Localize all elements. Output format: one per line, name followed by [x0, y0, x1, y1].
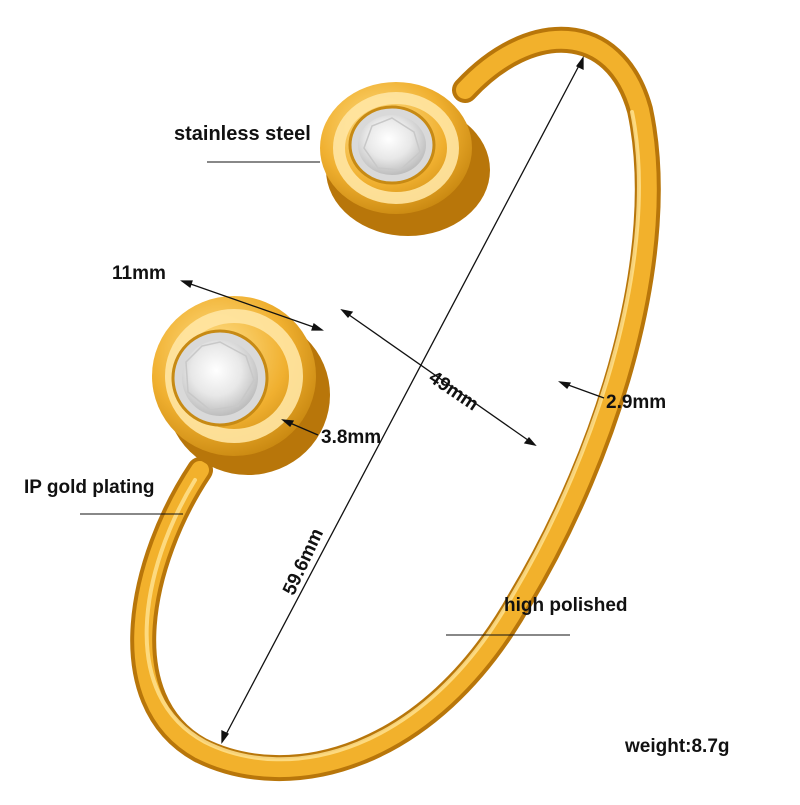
label-weight: weight:8.7g — [625, 736, 730, 757]
bangle-wire-highlight — [134, 30, 657, 777]
dim-11mm-line — [180, 280, 324, 331]
dim-3-8mm-line — [281, 419, 319, 436]
label-3-8mm: 3.8mm — [321, 427, 382, 448]
dim-2-9mm-line — [558, 381, 605, 399]
bangle-wire-shine — [144, 110, 641, 762]
label-stainless-steel: stainless steel — [174, 123, 311, 145]
dim-59-6mm-line — [221, 56, 584, 744]
label-high-polished: high polished — [504, 595, 628, 616]
lower-end-cap — [152, 296, 330, 475]
label-11mm: 11mm — [112, 263, 166, 284]
top-end-cap — [320, 82, 490, 236]
dim-49mm-line — [340, 308, 537, 447]
label-ip-gold-plating: IP gold plating — [24, 477, 155, 498]
label-2-9mm: 2.9mm — [606, 392, 667, 413]
